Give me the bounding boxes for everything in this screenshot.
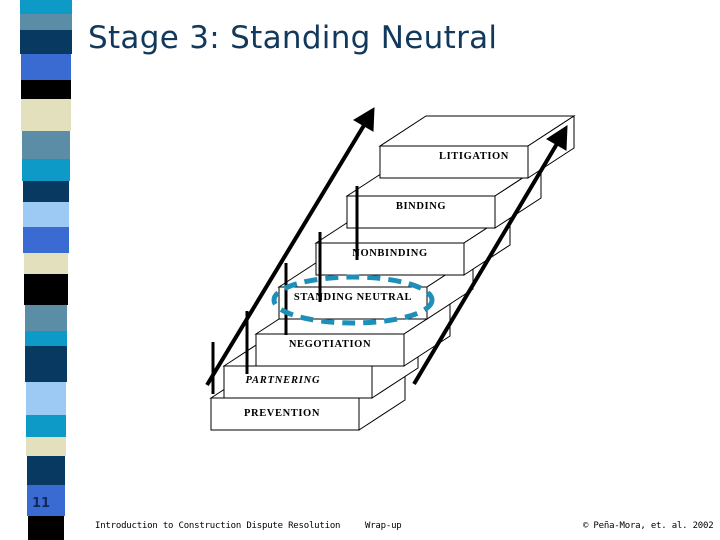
page-title: Stage 3: Standing Neutral (88, 20, 498, 56)
step-box-negotiation[interactable] (254, 303, 452, 367)
stripe-segment (23, 227, 69, 253)
stripe-segment (21, 99, 71, 131)
step-box-standing-neutral[interactable] (277, 256, 475, 320)
stripe-segment (21, 80, 71, 99)
stripe-segment (20, 54, 72, 80)
stripe-segment (20, 14, 72, 30)
decorative-stripe-bar (0, 0, 80, 540)
footer-copyright: © Peña-Mora, et. al. 2002 (583, 521, 714, 531)
step-label-negotiation: NEGOTIATION (288, 339, 372, 350)
step-box-binding[interactable] (345, 165, 543, 229)
stripe-segment (26, 415, 66, 437)
stripe-segment (24, 274, 68, 305)
stripe-segment (26, 456, 66, 485)
footer-section-title: Wrap-up (365, 521, 402, 531)
stripe-segment (27, 516, 65, 540)
stripe-segment (20, 0, 72, 14)
step-label-standing-neutral: STANDING NEUTRAL (293, 292, 413, 303)
step-box-nonbinding[interactable] (314, 212, 512, 276)
stripe-segment (20, 30, 72, 54)
step-label-partnering: PARTNERING (245, 375, 321, 386)
stripe-segment (21, 131, 71, 159)
slide-number: 11 (32, 496, 51, 511)
left-escalation-arrow (205, 107, 375, 394)
step-box-litigation[interactable] (378, 115, 576, 179)
stripe-segment (27, 485, 65, 516)
step-label-litigation: LITIGATION (439, 151, 509, 162)
step-label-nonbinding: NONBINDING (352, 248, 428, 259)
step-label-prevention: PREVENTION (243, 408, 321, 419)
stripe-segment (25, 382, 67, 415)
right-escalation-arrow (412, 125, 568, 386)
footer-course-title: Introduction to Construction Dispute Res… (95, 521, 341, 531)
stripe-segment (24, 331, 68, 346)
stripe-segment (22, 181, 70, 202)
stripe-segment (26, 437, 66, 456)
stripe-segment (22, 159, 70, 181)
stripe-segment (25, 346, 67, 382)
stripe-segment (22, 202, 69, 227)
step-label-binding: BINDING (395, 201, 447, 212)
stripe-segment (24, 305, 68, 331)
stripe-segment (23, 253, 69, 274)
